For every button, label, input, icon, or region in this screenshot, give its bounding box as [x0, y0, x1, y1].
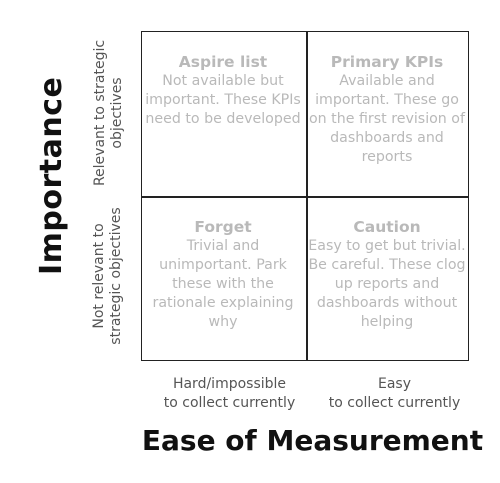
- quadrant-title: Aspire list: [178, 53, 268, 71]
- quadrant-description: Available and important. These go on the…: [309, 73, 465, 165]
- row-label-relevant: Relevant to strategic objectives: [92, 39, 125, 187]
- column-label-hard: Hard/impossible to collect currently: [163, 376, 296, 411]
- quadrant-description: Trivial and unimportant. Park these with…: [152, 238, 294, 330]
- quadrant-title: Caution: [353, 218, 421, 236]
- x-axis-title: Ease of Measurement: [141, 424, 484, 457]
- quadrant-description: Easy to get but trivial. Be careful. The…: [308, 238, 466, 330]
- y-axis-title: Importance: [34, 76, 69, 275]
- matrix-grid: Aspire list Not available but important.…: [141, 31, 469, 361]
- quadrant-title: Primary KPIs: [330, 53, 444, 71]
- quadrant-primary-kpis: Primary KPIs Available and important. Th…: [306, 52, 468, 167]
- column-label-easy: Easy to collect currently: [328, 376, 461, 411]
- quadrant-forget: Forget Trivial and unimportant. Park the…: [142, 217, 304, 332]
- horizontal-divider: [142, 196, 468, 198]
- quadrant-caution: Caution Easy to get but trivial. Be care…: [306, 217, 468, 332]
- quadrant-title: Forget: [194, 218, 252, 236]
- quadrant-description: Not available but important. These KPIs …: [145, 73, 301, 127]
- quadrant-aspire-list: Aspire list Not available but important.…: [142, 52, 304, 129]
- row-label-not-relevant: Not relevant to strategic objectives: [91, 207, 124, 345]
